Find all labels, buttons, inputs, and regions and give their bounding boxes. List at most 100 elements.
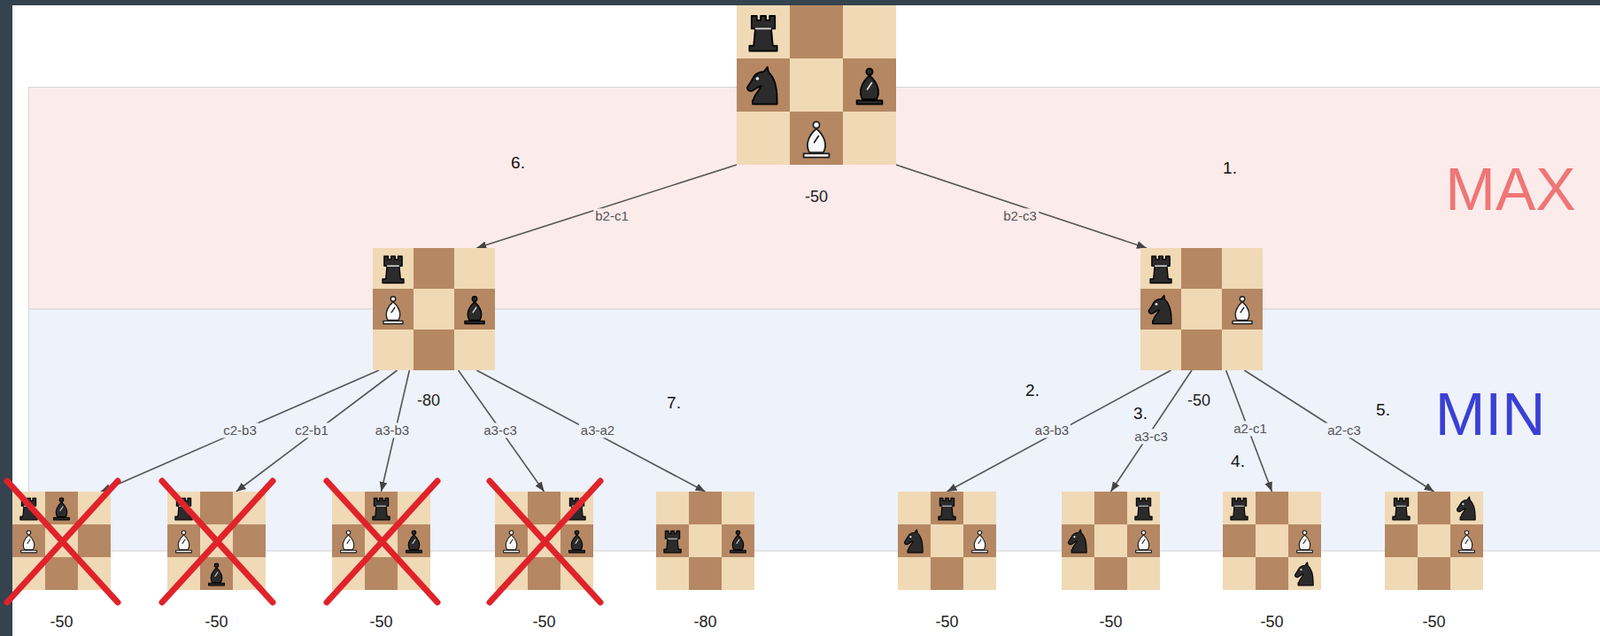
chess-piece bbox=[372, 497, 390, 519]
board-square bbox=[372, 329, 414, 371]
board-square bbox=[1384, 491, 1418, 525]
chess-piece bbox=[1135, 497, 1152, 519]
piece-outline bbox=[1461, 502, 1464, 505]
move-label: a3-b3 bbox=[1033, 422, 1071, 438]
piece-outline bbox=[1138, 505, 1148, 507]
chess-piece bbox=[382, 255, 404, 283]
piece-outline bbox=[340, 549, 357, 553]
move-arrow bbox=[100, 370, 379, 492]
chess-piece bbox=[340, 530, 357, 553]
board-square bbox=[167, 524, 201, 557]
chess-board: -50 bbox=[1222, 491, 1322, 590]
board-drawing bbox=[1140, 247, 1263, 371]
chess-piece bbox=[54, 497, 70, 520]
piece-outline bbox=[814, 136, 820, 143]
piece-outline bbox=[23, 534, 34, 550]
piece-outline bbox=[471, 296, 478, 302]
chess-board: -50 bbox=[1140, 247, 1263, 371]
board-square bbox=[1417, 556, 1451, 590]
rejected-cross bbox=[326, 480, 438, 603]
board-square bbox=[45, 491, 78, 525]
rejected-cross bbox=[326, 480, 438, 603]
max-band-fill bbox=[29, 87, 1600, 310]
minimax-value: -50 bbox=[529, 612, 558, 632]
piece-outline bbox=[1240, 307, 1245, 313]
minimax-value: -80 bbox=[414, 391, 443, 410]
board-drawing bbox=[897, 491, 997, 590]
board-square bbox=[413, 288, 455, 330]
minimax-value: -50 bbox=[1257, 612, 1286, 632]
board-square bbox=[527, 556, 561, 590]
board-square bbox=[842, 58, 897, 112]
board-square bbox=[1450, 491, 1484, 525]
move-label: a3-c3 bbox=[481, 422, 519, 438]
piece-outline bbox=[1067, 529, 1087, 553]
piece-outline bbox=[1396, 505, 1406, 507]
piece-outline bbox=[732, 534, 743, 550]
piece-outline bbox=[574, 530, 579, 534]
piece-outline bbox=[181, 530, 186, 534]
board-square bbox=[527, 491, 561, 525]
board-square bbox=[1384, 556, 1418, 590]
level-label: MIN bbox=[1435, 378, 1546, 449]
board-drawing bbox=[656, 491, 755, 590]
board-drawing bbox=[736, 5, 897, 165]
piece-outline bbox=[942, 505, 951, 507]
move-label: a3-c3 bbox=[1132, 428, 1170, 444]
board-square bbox=[1450, 524, 1484, 557]
move-arrow bbox=[1226, 370, 1273, 492]
piece-outline bbox=[1298, 534, 1310, 550]
piece-outline bbox=[412, 539, 416, 543]
piece-outline bbox=[1459, 549, 1476, 553]
chess-piece bbox=[1136, 530, 1152, 553]
board-square bbox=[1094, 556, 1128, 590]
minimax-value: -80 bbox=[690, 612, 719, 632]
board-square bbox=[656, 556, 689, 590]
board-square bbox=[12, 524, 46, 557]
piece-outline bbox=[730, 549, 747, 553]
chess-board: -50 bbox=[494, 491, 594, 590]
level-label: MAX bbox=[1445, 154, 1576, 224]
board-square bbox=[560, 524, 594, 557]
rejected-cross bbox=[7, 480, 118, 603]
board-square bbox=[454, 288, 495, 330]
piece-outline bbox=[1230, 497, 1248, 519]
piece-outline bbox=[938, 497, 956, 519]
board-drawing bbox=[12, 491, 111, 590]
board-square bbox=[688, 524, 722, 557]
callout-number: 6. bbox=[510, 153, 526, 173]
board-square bbox=[1222, 491, 1256, 525]
piece-outline bbox=[464, 320, 485, 324]
minimax-value: -50 bbox=[802, 187, 831, 207]
chess-piece bbox=[1297, 530, 1314, 553]
piece-outline bbox=[1239, 296, 1245, 302]
piece-outline bbox=[26, 530, 31, 534]
rejected-cross bbox=[489, 480, 601, 603]
piece-outline bbox=[382, 255, 404, 283]
board-square bbox=[1417, 491, 1451, 525]
board-square bbox=[963, 491, 997, 525]
board-square bbox=[1181, 247, 1222, 289]
board-square bbox=[1094, 524, 1128, 557]
piece-outline bbox=[182, 539, 186, 543]
chess-piece bbox=[747, 67, 778, 105]
board-square bbox=[656, 524, 689, 557]
piece-outline bbox=[210, 567, 222, 583]
piece-outline bbox=[55, 502, 67, 518]
piece-outline bbox=[176, 549, 193, 553]
rejected-cross bbox=[489, 480, 601, 603]
piece-outline bbox=[1302, 530, 1307, 534]
piece-outline bbox=[1150, 255, 1172, 283]
board-square bbox=[721, 556, 755, 590]
board-drawing bbox=[167, 491, 266, 590]
chess-piece bbox=[464, 296, 485, 325]
chess-board: -50 bbox=[1061, 491, 1160, 590]
piece-outline bbox=[1303, 539, 1307, 543]
board-square bbox=[372, 247, 414, 289]
chess-board: -50 bbox=[1384, 491, 1484, 590]
piece-outline bbox=[390, 296, 396, 302]
piece-outline bbox=[60, 506, 63, 511]
piece-outline bbox=[386, 301, 400, 321]
minimax-value: -50 bbox=[1184, 391, 1214, 410]
piece-outline bbox=[756, 77, 760, 81]
